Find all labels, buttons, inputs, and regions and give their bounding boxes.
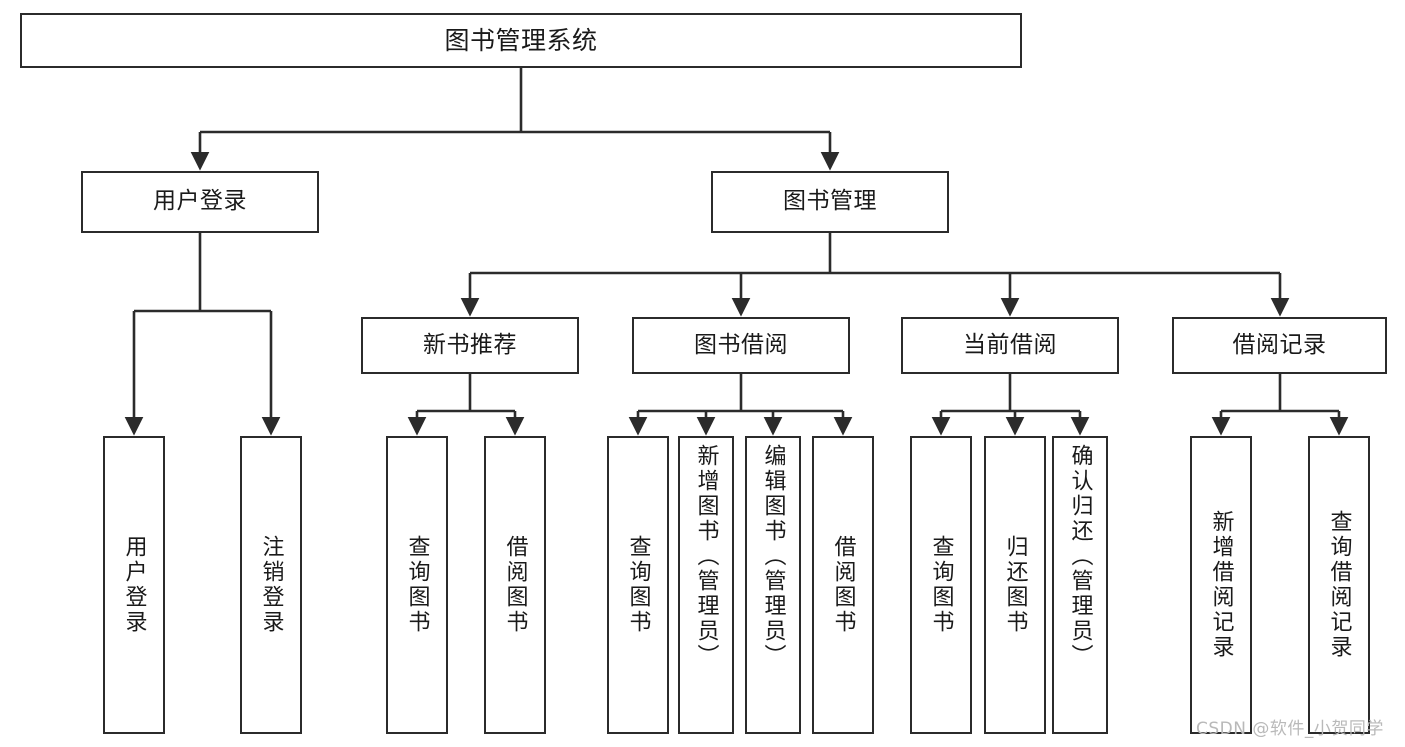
node-book-management-label: 图书管理 — [783, 188, 877, 215]
node-root-system[interactable]: 图书管理系统 — [20, 13, 1022, 68]
node-leaf-query-book-2[interactable]: 查询图书 — [607, 436, 669, 734]
node-new-book-recommend-label: 新书推荐 — [423, 331, 517, 358]
node-current-borrow-label: 当前借阅 — [963, 331, 1057, 358]
node-leaf-return-book-label: 归还图书 — [1002, 535, 1028, 635]
node-book-management[interactable]: 图书管理 — [711, 171, 949, 233]
node-leaf-query-book-1[interactable]: 查询图书 — [386, 436, 448, 734]
watermark-text: CSDN @软件_小贺同学 — [1196, 719, 1384, 739]
node-current-borrow[interactable]: 当前借阅 — [901, 317, 1119, 374]
node-leaf-edit-book[interactable]: 编辑图书（管理员） — [745, 436, 801, 734]
node-leaf-query-record-label: 查询借阅记录 — [1326, 510, 1352, 660]
node-user-login-label: 用户登录 — [153, 188, 247, 215]
node-new-book-recommend[interactable]: 新书推荐 — [361, 317, 579, 374]
node-borrow-record[interactable]: 借阅记录 — [1172, 317, 1387, 374]
node-root-system-label: 图书管理系统 — [444, 25, 598, 55]
node-leaf-borrow-book-1[interactable]: 借阅图书 — [484, 436, 546, 734]
node-leaf-logout-label: 注销登录 — [258, 535, 284, 635]
node-leaf-borrow-book-2[interactable]: 借阅图书 — [812, 436, 874, 734]
node-leaf-add-record-label: 新增借阅记录 — [1208, 510, 1234, 660]
node-leaf-edit-book-label: 编辑图书（管理员） — [760, 444, 786, 669]
node-leaf-borrow-book-2-label: 借阅图书 — [830, 535, 856, 635]
node-leaf-add-record[interactable]: 新增借阅记录 — [1190, 436, 1252, 734]
node-leaf-return-book[interactable]: 归还图书 — [984, 436, 1046, 734]
node-leaf-add-book[interactable]: 新增图书（管理员） — [678, 436, 734, 734]
node-leaf-query-record[interactable]: 查询借阅记录 — [1308, 436, 1370, 734]
node-user-login[interactable]: 用户登录 — [81, 171, 319, 233]
node-leaf-query-book-2-label: 查询图书 — [625, 535, 651, 635]
node-leaf-confirm-return[interactable]: 确认归还（管理员） — [1052, 436, 1108, 734]
node-leaf-add-book-label: 新增图书（管理员） — [693, 444, 719, 669]
node-leaf-user-login-label: 用户登录 — [121, 535, 147, 635]
node-borrow-record-label: 借阅记录 — [1232, 331, 1327, 358]
node-leaf-query-book-1-label: 查询图书 — [404, 535, 430, 635]
node-book-borrow[interactable]: 图书借阅 — [632, 317, 850, 374]
node-leaf-confirm-return-label: 确认归还（管理员） — [1067, 444, 1093, 669]
node-leaf-query-book-3-label: 查询图书 — [928, 535, 954, 635]
node-book-borrow-label: 图书借阅 — [694, 331, 788, 358]
node-leaf-borrow-book-1-label: 借阅图书 — [502, 535, 528, 635]
node-leaf-user-login[interactable]: 用户登录 — [103, 436, 165, 734]
node-leaf-logout[interactable]: 注销登录 — [240, 436, 302, 734]
node-leaf-query-book-3[interactable]: 查询图书 — [910, 436, 972, 734]
